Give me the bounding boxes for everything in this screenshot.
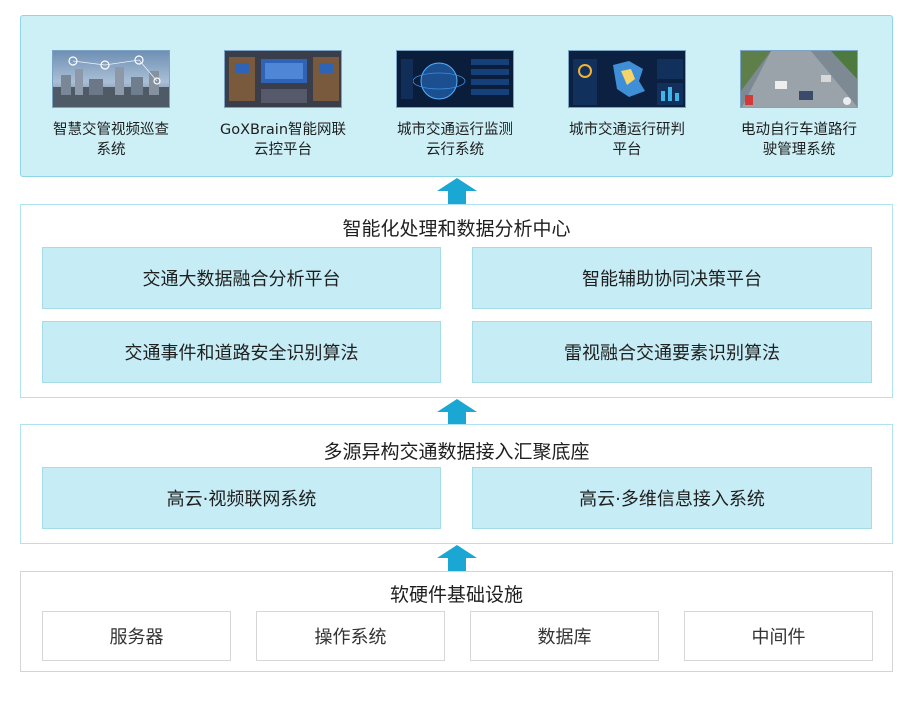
up-arrow-icon xyxy=(437,399,477,425)
infra-title: 软硬件基础设施 xyxy=(389,584,523,606)
app-card-analysis[interactable]: 城市交通运行研判 平台 xyxy=(547,50,707,160)
data-access-layer: 多源异构交通数据接入汇聚底座 高云·视频联网系统 高云·多维信息接入系统 xyxy=(20,424,893,544)
infrastructure-layer: 软硬件基础设施 服务器 操作系统 数据库 中间件 xyxy=(20,571,893,672)
analysis-title: 智能化处理和数据分析中心 xyxy=(342,218,571,240)
analysis-item[interactable]: 交通事件和道路安全识别算法 xyxy=(42,321,441,383)
app-card-goxbrain[interactable]: GoXBrain智能网联 云控平台 xyxy=(203,50,363,160)
access-title: 多源异构交通数据接入汇聚底座 xyxy=(323,441,590,463)
access-item[interactable]: 高云·多维信息接入系统 xyxy=(472,467,872,529)
app-label: 智慧交管视频巡查 系统 xyxy=(53,122,169,158)
up-arrow-icon xyxy=(437,178,477,204)
map-dashboard-thumbnail xyxy=(568,50,686,108)
control-room-thumbnail xyxy=(224,50,342,108)
application-layer: 智慧交管视频巡查 系统 GoXBrain智能网联 云控平台 xyxy=(20,15,893,177)
app-card-ebike[interactable]: 电动自行车道路行 驶管理系统 xyxy=(719,50,879,160)
city-network-thumbnail xyxy=(52,50,170,108)
infra-item[interactable]: 服务器 xyxy=(42,611,231,661)
analysis-item[interactable]: 交通大数据融合分析平台 xyxy=(42,247,441,309)
app-label: GoXBrain智能网联 云控平台 xyxy=(219,122,347,158)
infra-item[interactable]: 数据库 xyxy=(470,611,659,661)
globe-dashboard-thumbnail xyxy=(396,50,514,108)
app-label: 城市交通运行监测 云行系统 xyxy=(397,122,513,158)
analysis-item[interactable]: 雷视融合交通要素识别算法 xyxy=(472,321,872,383)
app-label: 城市交通运行研判 平台 xyxy=(569,122,685,158)
app-card-video-patrol[interactable]: 智慧交管视频巡查 系统 xyxy=(31,50,191,160)
access-item[interactable]: 高云·视频联网系统 xyxy=(42,467,441,529)
up-arrow-icon xyxy=(437,545,477,571)
road-camera-thumbnail xyxy=(740,50,858,108)
analysis-item[interactable]: 智能辅助协同决策平台 xyxy=(472,247,872,309)
infra-item[interactable]: 操作系统 xyxy=(256,611,445,661)
infra-item[interactable]: 中间件 xyxy=(684,611,873,661)
app-label: 电动自行车道路行 驶管理系统 xyxy=(741,122,857,158)
app-card-monitoring[interactable]: 城市交通运行监测 云行系统 xyxy=(375,50,535,160)
analysis-layer: 智能化处理和数据分析中心 交通大数据融合分析平台 智能辅助协同决策平台 交通事件… xyxy=(20,204,893,398)
